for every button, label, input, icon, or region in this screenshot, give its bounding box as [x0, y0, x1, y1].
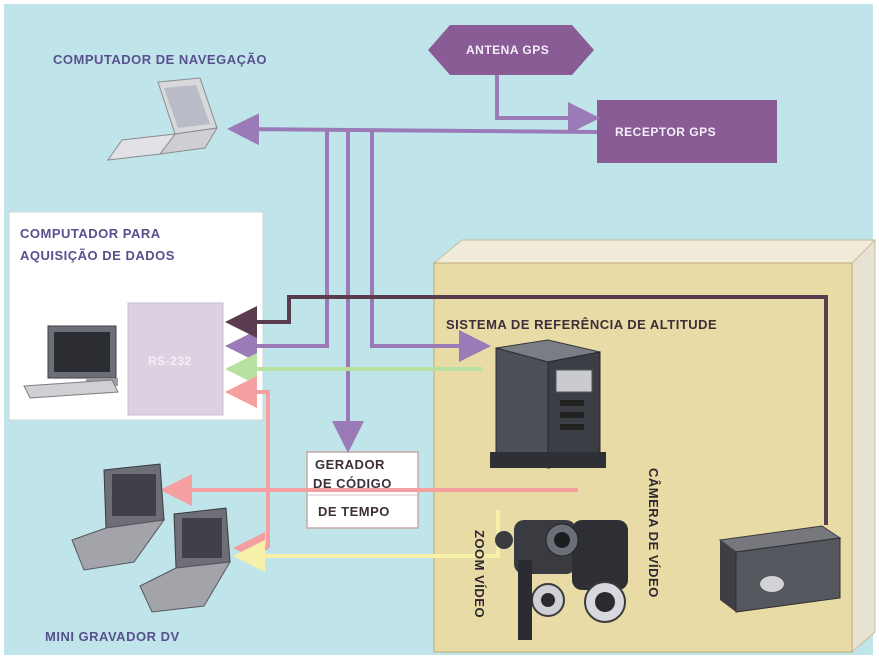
- laptop-icon: [106, 77, 218, 161]
- gps-receiver-shape: [597, 100, 777, 163]
- zoom-to-recorder-line: [233, 510, 500, 572]
- device-to-acquisition-line: [225, 295, 828, 525]
- acq-computer-label-line2: AQUISIÇÃO DE DADOS: [20, 248, 175, 263]
- gps-antenna-label: ANTENA GPS: [466, 43, 550, 57]
- rs232-label: RS-232: [148, 354, 192, 368]
- bus-to-acquisition-line: [225, 130, 329, 362]
- timecode-to-acquisition-line: [225, 376, 270, 548]
- video-camera-icon: [495, 520, 628, 640]
- acq-computer-label-line1: COMPUTADOR PARA: [20, 226, 161, 241]
- altitude-sensor-icon: [490, 339, 606, 469]
- timecode-label-line2: DE CÓDIGO: [313, 476, 392, 491]
- recorder-laptop-icon-2: [139, 507, 231, 613]
- bus-to-altitude-line: [370, 130, 491, 362]
- mini-recorder-label: MINI GRAVADOR DV: [45, 629, 180, 644]
- gps-antenna-shape: [428, 25, 594, 75]
- equipment-box-top: [432, 239, 876, 264]
- recorder-laptop-icon: [71, 463, 166, 571]
- nav-computer-label: COMPUTADOR DE NAVEGAÇÃO: [53, 52, 267, 67]
- altitude-system-label: SISTEMA DE REFERÊNCIA DE ALTITUDE: [446, 317, 718, 332]
- video-camera-label: CÂMERA DE VÍDEO: [646, 468, 661, 598]
- timecode-label-line1: GERADOR: [315, 457, 385, 472]
- antenna-to-receiver-line: [495, 75, 600, 134]
- gps-receiver-label: RECEPTOR GPS: [615, 125, 717, 139]
- timecode-label-line3: DE TEMPO: [318, 504, 390, 519]
- rs232-box: [127, 302, 224, 416]
- small-device-icon: [718, 525, 842, 613]
- receiver-to-nav-line: [227, 113, 598, 146]
- equipment-box-side: [851, 238, 876, 654]
- desktop-computer-icon: [23, 325, 119, 399]
- zoom-video-label: ZOOM VÍDEO: [472, 530, 487, 619]
